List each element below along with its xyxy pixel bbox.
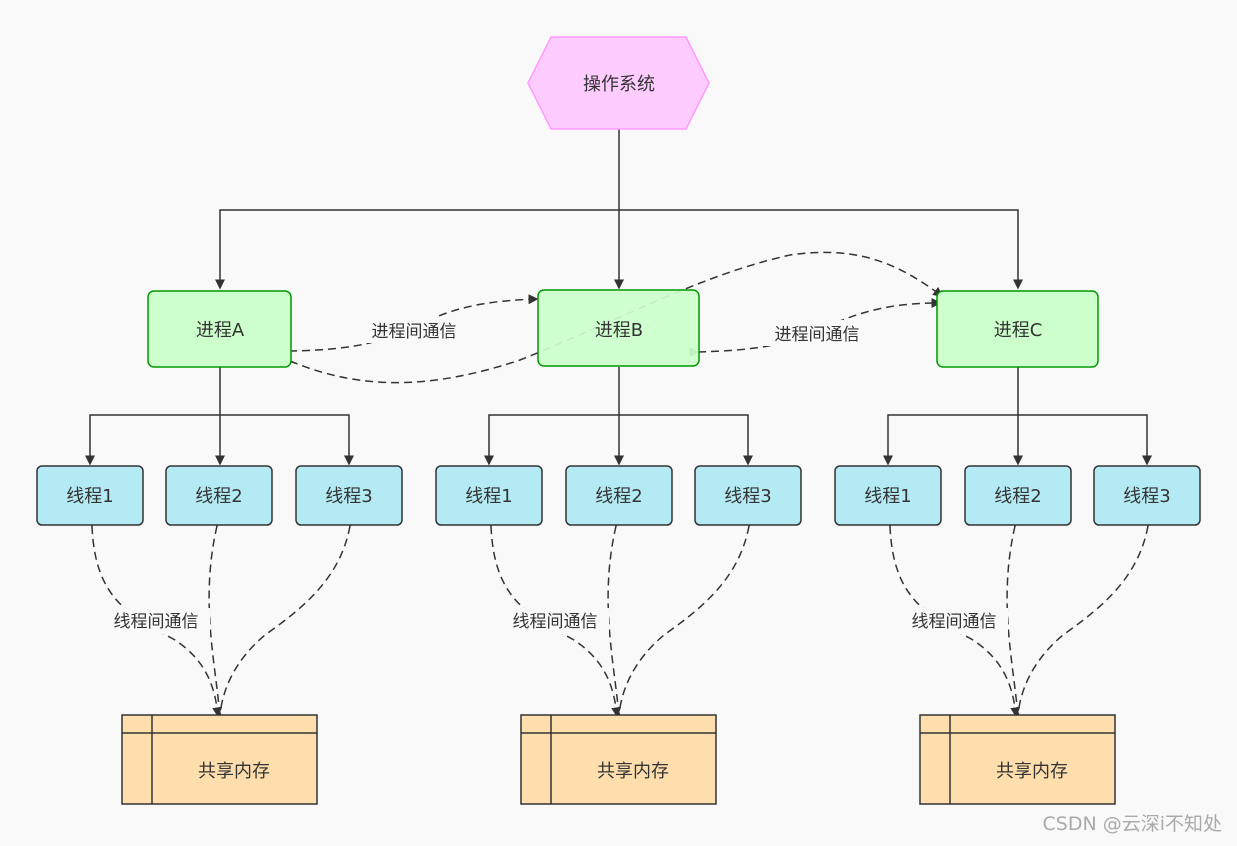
thread-node[interactable]: 线程2 [964,465,1072,526]
thread-node[interactable]: 线程3 [694,465,802,526]
thread-node[interactable]: 线程3 [1093,465,1201,526]
thread-node[interactable]: 线程1 [834,465,942,526]
shared-memory-node[interactable]: 共享内存 [919,714,1116,805]
ipc-a-c-arc [280,251,944,384]
thread-label: 线程2 [994,486,1041,507]
shared-memory-node[interactable]: 共享内存 [520,714,717,805]
process-thread-edges [85,367,1152,466]
process-label: 进程A [196,320,245,341]
process-node-c[interactable]: 进程C [936,290,1099,368]
shared-memory-label: 共享内存 [597,761,669,782]
os-node[interactable]: 操作系统 [527,36,710,130]
os-to-process-c-edge [619,209,1023,290]
thread-label: 线程2 [595,486,642,507]
thread-memory-edges [86,516,1155,718]
process-node-b[interactable]: 进程B [537,289,700,367]
thread-comm-label: 线程间通信 [513,612,598,632]
thread-node[interactable]: 线程1 [435,465,543,526]
shared-memory-label: 共享内存 [198,761,270,782]
thread-comm-label: 线程间通信 [912,612,997,632]
thread-label: 线程1 [66,486,113,507]
thread-node[interactable]: 线程1 [36,465,144,526]
process-node-a[interactable]: 进程A [147,290,292,368]
process-label: 进程B [595,320,643,341]
thread-comm-label: 线程间通信 [114,612,199,632]
thread-label: 线程3 [325,486,372,507]
os-to-process-a-edge [215,209,619,290]
ipc-label-right: 进程间通信 [775,325,860,345]
ipc-label-left: 进程间通信 [372,322,457,342]
thread-label: 线程3 [1123,486,1170,507]
thread-node[interactable]: 线程2 [165,465,273,526]
os-edges [215,129,1023,290]
watermark: CSDN @云深i不知处 [1043,813,1223,835]
shared-memory-node[interactable]: 共享内存 [121,714,318,805]
process-label: 进程C [994,320,1043,341]
thread-label: 线程2 [195,486,242,507]
thread-label: 线程3 [724,486,771,507]
thread-label: 线程1 [864,486,911,507]
os-label: 操作系统 [583,74,655,95]
edge-labels: 进程间通信 进程间通信 线程间通信 线程间通信 线程间通信 [102,317,1008,634]
thread-label: 线程1 [465,486,512,507]
thread-node[interactable]: 线程2 [565,465,673,526]
shared-memory-label: 共享内存 [996,761,1068,782]
thread-node[interactable]: 线程3 [295,465,403,526]
